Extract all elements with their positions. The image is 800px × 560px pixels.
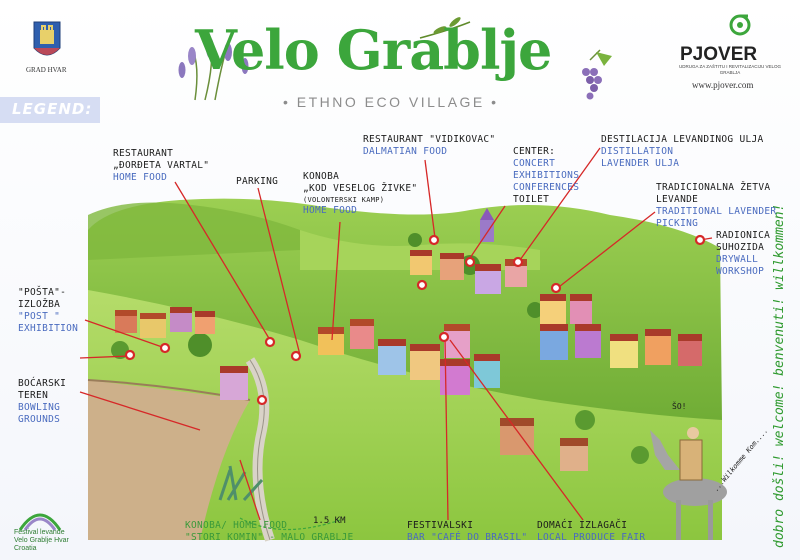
label-en-line: HOME FOOD: [113, 172, 168, 183]
festival-logo-icon: [18, 513, 62, 531]
label-en-line: CONCERT: [513, 158, 556, 169]
label-en-line: DRYWALL: [716, 254, 759, 265]
marker-radionica: [694, 234, 706, 246]
org-subtitle: UDRUGA ZA ZAŠTITU I REVITALIZACIJU VELOG…: [679, 64, 781, 75]
label-center[interactable]: CENTER: CONCERT EXHIBITIONS CONFERENCES …: [513, 146, 579, 206]
marker-bocarski: [124, 349, 136, 361]
label-radionica[interactable]: RADIONICA SUHOZIDA DRYWALL WORKSHOP: [716, 230, 770, 278]
marker-zetva: [550, 282, 562, 294]
label-parking[interactable]: PARKING: [236, 176, 278, 188]
label-hr-line: KONOBA/ HOME FOOD: [185, 520, 288, 531]
label-en-line: BOWLING: [18, 402, 61, 413]
leader-lines: [79, 147, 713, 521]
legend-bar: LEGEND:: [0, 97, 100, 123]
page-subtitle: • ETHNO ECO VILLAGE •: [283, 94, 499, 110]
legend-label: LEGEND:: [12, 100, 93, 118]
label-en-line: LOCAL PRODUCE FAIR: [537, 532, 646, 543]
marker-center: [464, 256, 476, 268]
label-hr-line: „KOD VESELOG ŽIVKE": [303, 183, 418, 194]
village-houses: [115, 208, 702, 471]
label-hr-line: RADIONICA: [716, 230, 771, 241]
org-name: PJOVER: [680, 44, 758, 65]
distance-arrow: [239, 517, 341, 531]
label-en-line: BAR "CAFÉ DO BRASIL": [407, 532, 528, 543]
label-festivalski[interactable]: FESTIVALSKI BAR "CAFÉ DO BRASIL": [407, 520, 527, 544]
label-hr-line: IZLOŽBA: [18, 299, 61, 310]
speech-bubble: ŠO!: [672, 402, 687, 411]
page-title: Velo Grablje: [195, 18, 552, 82]
welcome-banner: dobro došli! welcome! benvenuti! willkom…: [772, 203, 787, 548]
label-hr-line: KONOBA: [303, 171, 340, 182]
label-hr-line: "POŠTA"-: [18, 287, 67, 298]
label-en-line: EXHIBITIONS: [513, 170, 580, 181]
label-konoba-veselog[interactable]: KONOBA „KOD VESELOG ŽIVKE" (VOLONTERSKI …: [303, 171, 417, 217]
grapes-icon: [582, 49, 612, 100]
coat-of-arms-icon: [33, 21, 61, 56]
distance-label: 1.5 KM: [313, 516, 346, 526]
festival-line: Velo Grablje Hvar: [14, 537, 69, 544]
marker-restaurant-dordeta: [264, 336, 276, 348]
label-hr-line: LEVANDE: [656, 194, 699, 205]
donkey-icon: [650, 427, 727, 540]
label-konoba-stori[interactable]: KONOBA/ HOME FOOD "STORI KOMIN" - MALO G…: [185, 520, 354, 544]
marker-festivalski: [438, 331, 450, 343]
label-destilacija[interactable]: DESTILACIJA LEVANDINOG ULJA DISTILLATION…: [601, 134, 764, 170]
label-domaci[interactable]: DOMAĆI IZLAGAČI LOCAL PRODUCE FAIR: [537, 520, 645, 544]
label-hr-line: RESTAURANT: [113, 148, 174, 159]
label-hr-line: FESTIVALSKI: [407, 520, 474, 531]
label-hr-line: (VOLONTERSKI KAMP): [303, 196, 385, 204]
label-bocarski[interactable]: BOĆARSKI TEREN BOWLING GROUNDS: [18, 378, 66, 426]
label-en-line: PICKING: [656, 218, 699, 229]
label-en-line: HOME FOOD: [303, 205, 358, 216]
marker-bocarski-ground: [256, 394, 268, 406]
label-hr-line: TOILET: [513, 194, 550, 205]
label-hr-line: PARKING: [236, 176, 279, 187]
festival-logo-text: Festival levande Velo Grablje Hvar Croat…: [14, 529, 69, 553]
label-hr-line: CENTER:: [513, 146, 556, 157]
label-hr-line: SUHOZIDA: [716, 242, 765, 253]
marker-konoba-veselog: [416, 279, 428, 291]
label-restaurant-dordeta[interactable]: RESTAURANT „ĐORĐETA VARTAL" HOME FOOD: [113, 148, 209, 184]
lavender-icon: [178, 38, 249, 101]
label-en-line: DALMATIAN FOOD: [363, 146, 448, 157]
map-markers[interactable]: [124, 234, 706, 406]
marker-parking: [290, 350, 302, 362]
label-hr-line: „ĐORĐETA VARTAL": [113, 160, 210, 171]
label-en-line: EXHIBITION: [18, 323, 79, 334]
label-restaurant-vidikovac[interactable]: RESTAURANT "VIDIKOVAC" DALMATIAN FOOD: [363, 134, 495, 158]
agave-plant: [218, 465, 264, 502]
label-en-line: TRADITIONAL LAVENDER: [656, 206, 777, 217]
label-en-line: GROUNDS: [18, 414, 61, 425]
olive-branch-icon: [419, 17, 471, 39]
marker-posta: [159, 342, 171, 354]
label-hr-line: BOĆARSKI: [18, 378, 67, 389]
org-url[interactable]: www.pjover.com: [692, 80, 754, 90]
label-hr-line: TRADICIONALNA ŽETVA: [656, 182, 771, 193]
label-en-line: "POST ": [18, 311, 61, 322]
marker-destilacija: [512, 256, 524, 268]
label-en-line: DISTILLATION: [601, 146, 674, 157]
label-hr-line: RESTAURANT "VIDIKOVAC": [363, 134, 496, 145]
label-en-line: LAVENDER ULJA: [601, 158, 680, 169]
pjover-logo-icon: [729, 14, 751, 36]
festival-line: Festival levande: [14, 529, 65, 536]
label-posta[interactable]: "POŠTA"- IZLOŽBA "POST " EXHIBITION: [18, 287, 78, 335]
city-coat-label: GRAD HVAR: [26, 66, 67, 74]
festival-line: Croatia: [14, 545, 37, 552]
label-hr-line: TEREN: [18, 390, 49, 401]
label-hr-line: DESTILACIJA LEVANDINOG ULJA: [601, 134, 764, 145]
label-en-line: WORKSHOP: [716, 266, 765, 277]
label-hr-line: "STORI KOMIN" - MALO GRABLJE: [185, 532, 354, 543]
label-en-line: CONFERENCES: [513, 182, 580, 193]
label-zetva[interactable]: TRADICIONALNA ŽETVA LEVANDE TRADITIONAL …: [656, 182, 776, 230]
marker-vidikovac: [428, 234, 440, 246]
label-hr-line: DOMAĆI IZLAGAČI: [537, 520, 628, 531]
